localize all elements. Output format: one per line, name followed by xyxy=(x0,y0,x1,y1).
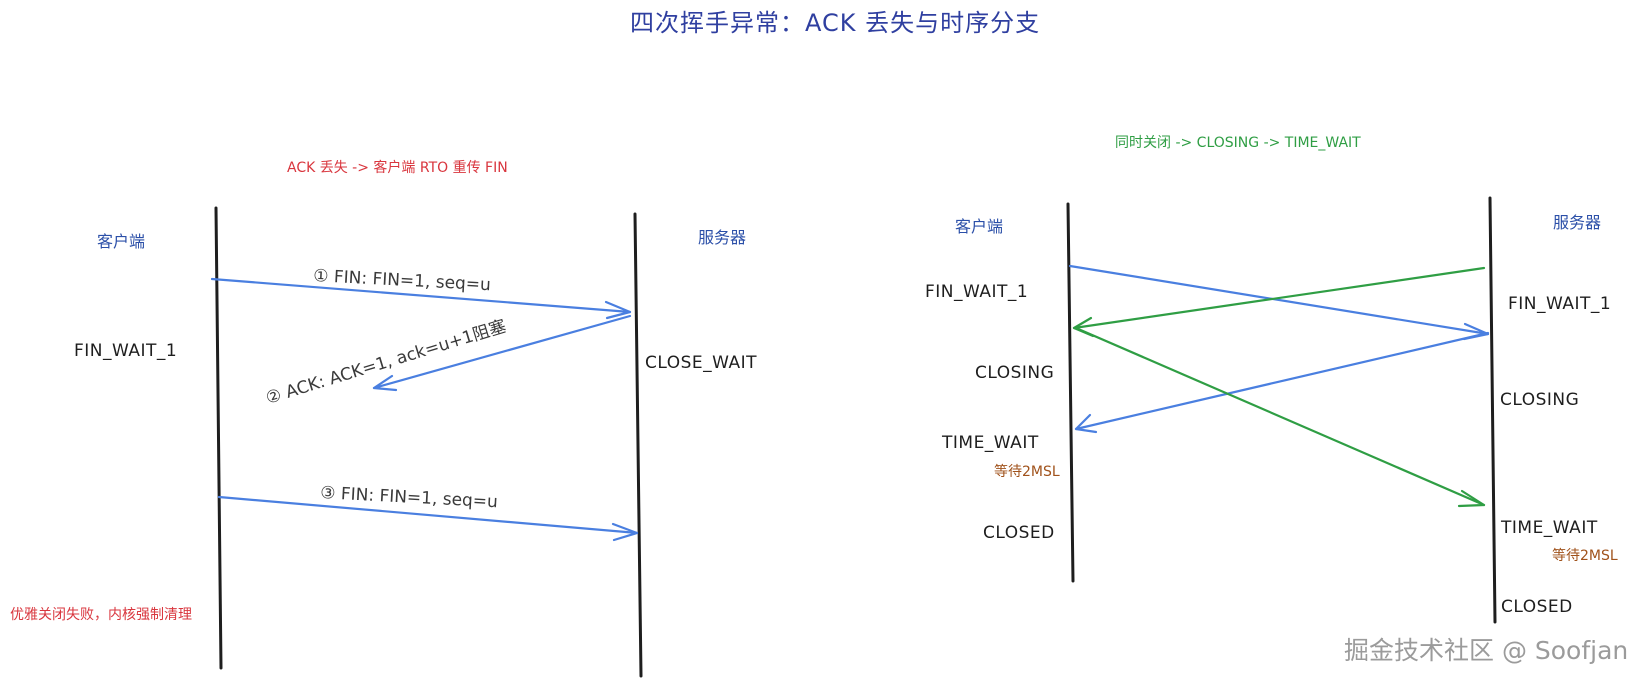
right-client-ack-arrow xyxy=(1074,326,1486,507)
left-server-state: CLOSE_WAIT xyxy=(645,353,757,373)
right-server-lifeline xyxy=(1488,196,1497,624)
left-failure-note: 优雅关闭失败，内核强制清理 xyxy=(10,607,192,623)
right-client-fin-arrow xyxy=(1068,264,1490,336)
left-client-state: FIN_WAIT_1 xyxy=(74,341,177,361)
left-caption: ACK 丢失 -> 客户端 RTO 重传 FIN xyxy=(287,159,508,176)
right-server-state-closed: CLOSED xyxy=(1501,597,1573,617)
left-msg3-arrow xyxy=(217,495,639,535)
right-client-state-closed: CLOSED xyxy=(983,523,1055,543)
left-msg1-label: ① FIN: FIN=1, seq=u xyxy=(313,266,492,295)
right-server-label: 服务器 xyxy=(1553,213,1601,232)
right-client-state-fin-wait-1: FIN_WAIT_1 xyxy=(925,282,1028,302)
left-msg1-arrow xyxy=(210,277,632,314)
right-server-state-fin-wait-1: FIN_WAIT_1 xyxy=(1508,294,1611,314)
right-client-label: 客户端 xyxy=(955,217,1003,236)
left-msg1-arrowhead xyxy=(604,300,632,320)
right-diagram: 同时关闭 -> CLOSING -> TIME_WAIT 客户端 服务器 FIN… xyxy=(925,135,1618,624)
left-msg2-arrowhead xyxy=(372,374,398,392)
right-server-state-closing: CLOSING xyxy=(1500,390,1579,410)
left-server-label: 服务器 xyxy=(698,228,746,247)
right-server-ack-arrow xyxy=(1074,331,1490,431)
left-msg2-label: ② ACK: ACK=1, ack=u+1阻塞 xyxy=(264,317,509,409)
right-client-state-time-wait: TIME_WAIT xyxy=(941,433,1039,453)
right-caption: 同时关闭 -> CLOSING -> TIME_WAIT xyxy=(1115,135,1361,151)
left-msg3-arrowhead xyxy=(611,522,639,542)
left-msg2-arrow xyxy=(372,314,632,390)
right-client-lifeline xyxy=(1066,202,1075,583)
right-client-ack-arrowhead xyxy=(1457,489,1486,508)
left-server-lifeline xyxy=(633,212,643,678)
diagram-title: 四次挥手异常：ACK 丢失与时序分支 xyxy=(630,9,1040,37)
left-client-label: 客户端 xyxy=(97,232,145,251)
right-server-wait-note: 等待2MSL xyxy=(1552,547,1618,564)
right-server-fin-arrow xyxy=(1072,266,1486,330)
right-server-ack-arrowhead xyxy=(1074,413,1098,434)
right-client-state-closing: CLOSING xyxy=(975,363,1054,383)
left-client-lifeline xyxy=(214,206,223,670)
right-client-wait-note: 等待2MSL xyxy=(994,463,1060,480)
left-diagram: ACK 丢失 -> 客户端 RTO 重传 FIN 客户端 服务器 FIN_WAI… xyxy=(10,159,757,678)
right-server-state-time-wait: TIME_WAIT xyxy=(1500,518,1598,538)
watermark: 掘金技术社区 @ Soofjan xyxy=(1344,636,1628,665)
